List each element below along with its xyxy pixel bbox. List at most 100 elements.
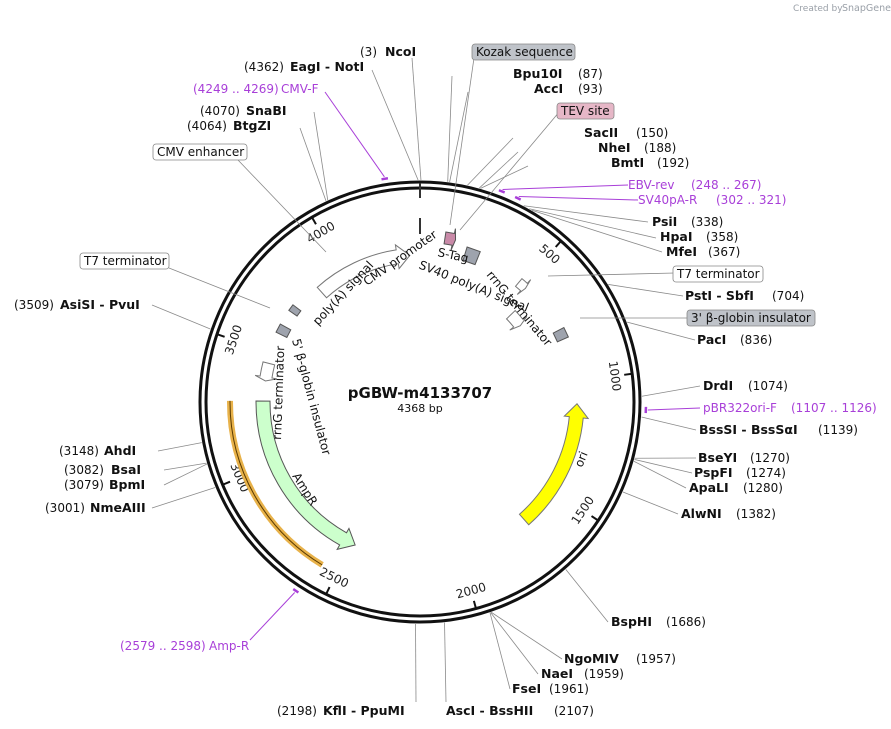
- site-psii[interactable]: PsiI(338): [652, 214, 723, 229]
- site-bseyi[interactable]: BseYI(1270): [698, 450, 790, 465]
- primer-pbr322ori-f[interactable]: pBR322ori-F(1107 .. 1126): [703, 401, 877, 415]
- site-bsai[interactable]: (3082)BsaI: [64, 462, 141, 477]
- feature-label-rrng-terminator-right: rrnG terminator: [484, 268, 555, 349]
- site-leader-lines: [151, 57, 701, 703]
- svg-text:BmtI: BmtI: [611, 155, 644, 170]
- feature-5-beta-globin-insulator[interactable]: [275, 323, 292, 339]
- callout-cmv-enhancer-label: CMV enhancer: [157, 145, 244, 159]
- leader-line: [565, 569, 609, 623]
- leader-line: [313, 111, 329, 201]
- feature-rrng-terminator-left[interactable]: [254, 361, 277, 382]
- site-kfli-ppumi[interactable]: (2198) KflI - PpuMI: [277, 703, 405, 718]
- site-bpmi[interactable]: (3079) BpmI: [64, 477, 145, 492]
- feature-sv40-polya[interactable]: [462, 246, 481, 266]
- site-snabi[interactable]: (4070)SnaBI: [200, 103, 287, 118]
- svg-text:FseI: FseI: [512, 681, 541, 696]
- svg-text:(1280): (1280): [743, 481, 783, 495]
- site-apali[interactable]: ApaLI (1280): [689, 480, 783, 495]
- svg-text:(3079): (3079): [64, 478, 104, 492]
- site-bpu10i[interactable]: Bpu10I(87): [513, 66, 603, 81]
- svg-text:MfeI: MfeI: [666, 244, 697, 259]
- site-bsphi[interactable]: BspHI(1686): [611, 614, 706, 629]
- site-nhei[interactable]: NheI(188): [598, 140, 676, 155]
- primer-leader: [249, 592, 296, 641]
- callout-3-beta-globin[interactable]: 3' β-globin insulator: [580, 309, 816, 327]
- site-paci[interactable]: PacI(836): [697, 332, 772, 347]
- primer-amp-r[interactable]: (2579 .. 2598)Amp-R: [120, 639, 249, 653]
- tick-label-3500: 3500: [222, 323, 245, 356]
- tick-label-2500: 2500: [317, 565, 351, 591]
- primer-sv40pa-r[interactable]: SV40pA-R(302 .. 321): [638, 193, 786, 207]
- svg-text:ApaLI: ApaLI: [689, 480, 729, 495]
- site-bmti[interactable]: BmtI(192): [611, 155, 689, 170]
- leader-line: [622, 491, 679, 515]
- callout-t7-terminator-left[interactable]: T7 terminator: [79, 252, 271, 309]
- feature-rrng-terminator-right[interactable]: [505, 309, 528, 331]
- feature-t7-terminator-left-mark[interactable]: [288, 304, 302, 317]
- primer-leader: [518, 196, 639, 201]
- site-acci[interactable]: AccI(93): [534, 81, 603, 96]
- callout-kozak[interactable]: Kozak sequence: [449, 43, 576, 226]
- site-eagi-noti[interactable]: (4362)EagI - NotI: [244, 59, 364, 74]
- primers: (4249 .. 4269)CMV-F EBV-rev(248 .. 267) …: [120, 82, 877, 653]
- feature-s-tag[interactable]: [443, 228, 457, 251]
- svg-text:(3509): (3509): [14, 298, 54, 312]
- site-ahdi[interactable]: (3148)AhdI: [59, 443, 136, 458]
- svg-text:SacII: SacII: [584, 125, 618, 140]
- site-ngomiv[interactable]: NgoMIV(1957): [564, 651, 676, 666]
- site-alwni[interactable]: AlwNI(1382): [681, 506, 776, 521]
- tick-2000: [472, 600, 477, 609]
- site-nmeaiii[interactable]: (3001)NmeAIII: [45, 500, 146, 515]
- feature-ampr[interactable]: [255, 400, 356, 551]
- primer-cmv-f[interactable]: (4249 .. 4269)CMV-F: [193, 82, 319, 96]
- svg-text:(2198): (2198): [277, 704, 317, 718]
- site-ncoi[interactable]: (3)NcoI: [360, 44, 416, 59]
- feature-label-5-beta-globin: 5' β-globin insulator: [289, 337, 334, 456]
- callout-cmv-enhancer[interactable]: CMV enhancer: [152, 143, 327, 253]
- svg-text:NcoI: NcoI: [385, 44, 416, 59]
- site-naei[interactable]: NaeI(1959): [541, 666, 624, 681]
- svg-text:(1074): (1074): [748, 379, 788, 393]
- leader-line: [411, 57, 422, 181]
- site-btgzi[interactable]: (4064)BtgZI: [187, 118, 271, 133]
- leader-line: [523, 205, 649, 223]
- feature-ori[interactable]: [518, 403, 590, 526]
- feature-label-s-tag: S-Tag: [436, 245, 469, 265]
- site-asisi-pvui[interactable]: (3509) AsiSI - PvuI: [14, 297, 140, 312]
- svg-text:AsiSI - PvuI: AsiSI - PvuI: [60, 297, 140, 312]
- callout-3-beta-globin-label: 3' β-globin insulator: [691, 311, 811, 325]
- site-hpai[interactable]: HpaI(358): [660, 229, 738, 244]
- svg-text:AhdI: AhdI: [104, 443, 136, 458]
- feature-3-beta-globin-insulator[interactable]: [552, 326, 570, 343]
- site-mfei[interactable]: MfeI(367): [666, 244, 740, 259]
- primer-leader: [324, 91, 385, 178]
- callout-t7-terminator-right[interactable]: T7 terminator: [547, 265, 764, 283]
- feature-t7-terminator-right-mark[interactable]: [514, 277, 532, 295]
- svg-text:(2107): (2107): [554, 704, 594, 718]
- leader-line: [371, 69, 419, 181]
- svg-text:PstI - SbfI: PstI - SbfI: [685, 288, 754, 303]
- leader-line: [633, 460, 687, 489]
- leader-line: [641, 385, 701, 397]
- site-drdi[interactable]: DrdI(1074): [703, 378, 788, 393]
- site-pspfi[interactable]: PspFI(1274): [694, 465, 786, 480]
- feature-cmv-promoter[interactable]: [316, 243, 411, 299]
- callout-t7-left-label: T7 terminator: [83, 254, 167, 268]
- svg-text:KflI - PpuMI: KflI - PpuMI: [323, 703, 405, 718]
- svg-text:(1686): (1686): [666, 615, 706, 629]
- site-psti-sbfi[interactable]: PstI - SbfI(704): [685, 288, 804, 303]
- site-bsssi[interactable]: BssSI - BssSαI(1139): [699, 422, 858, 437]
- site-asci-bsshii[interactable]: AscI - BssHII(2107): [446, 703, 594, 718]
- primer-ebv-rev[interactable]: EBV-rev(248 .. 267): [628, 178, 761, 192]
- svg-text:(1961): (1961): [549, 682, 589, 696]
- callout-tev[interactable]: TEV site: [459, 102, 615, 231]
- svg-text:PsiI: PsiI: [652, 214, 677, 229]
- site-sacii[interactable]: SacII(150): [584, 125, 668, 140]
- leader-line: [490, 612, 539, 675]
- svg-text:BpmI: BpmI: [109, 477, 145, 492]
- feature-label-ori: ori: [572, 449, 591, 469]
- site-fsei[interactable]: FseI (1961): [512, 681, 589, 696]
- leader-line: [608, 284, 684, 297]
- svg-text:pBR322ori-F: pBR322ori-F: [703, 401, 777, 415]
